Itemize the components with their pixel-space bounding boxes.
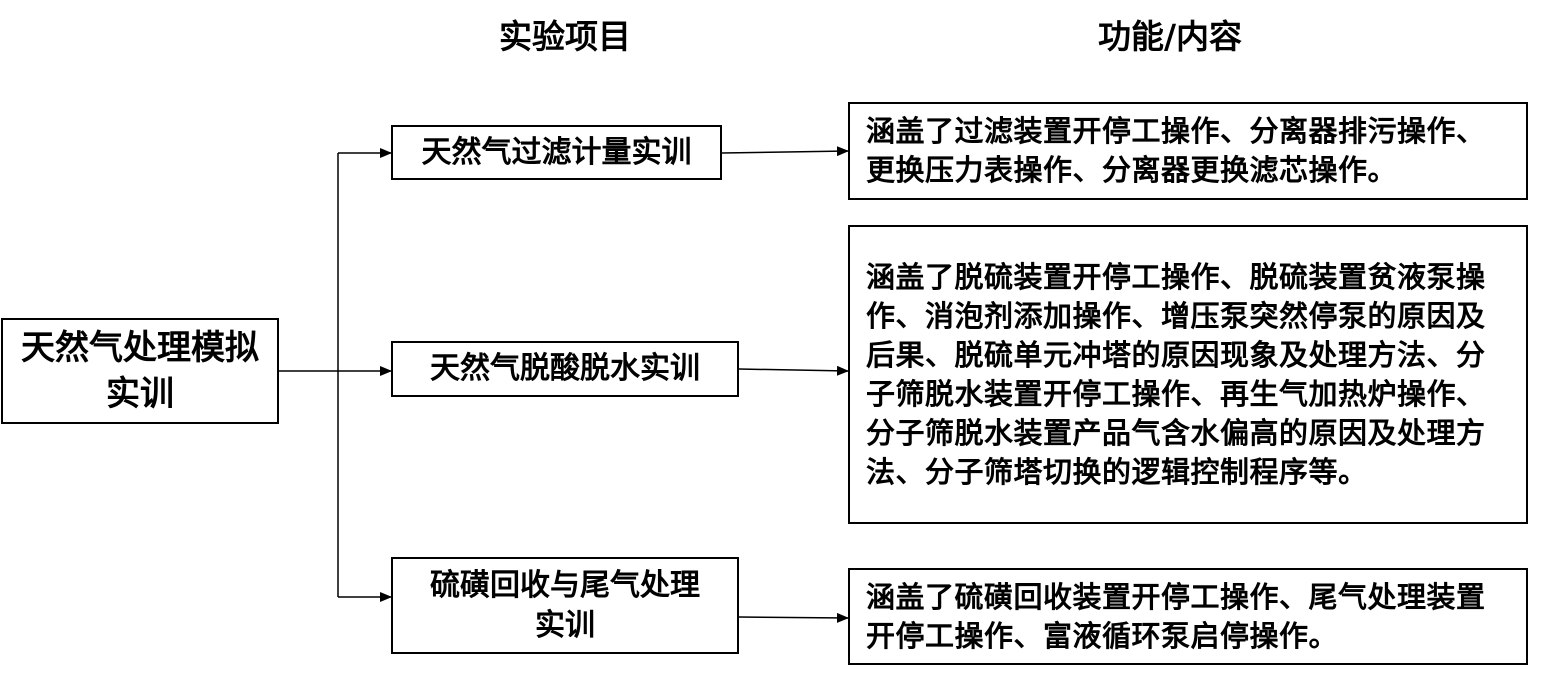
arrow-to-desc-2 xyxy=(738,365,849,376)
item-node-label: 天然气脱酸脱水实训 xyxy=(430,351,700,386)
description-text: 涵盖了硫磺回收装置开停工操作、尾气处理装置开停工操作、富液循环泵启停操作。 xyxy=(866,579,1486,653)
item-node-label: 天然气过滤计量实训 xyxy=(421,134,692,170)
column-header-items: 实验项目 xyxy=(499,17,631,56)
item-node-filtration: 天然气过滤计量实训 xyxy=(391,125,722,180)
description-box-filtration: 涵盖了过滤装置开停工操作、分离器排污操作、更换压力表操作、分离器更换滤芯操作。 xyxy=(848,102,1528,200)
description-text: 涵盖了脱硫装置开停工操作、脱硫装置贫液泵操作、消泡剂添加操作、增压泵突然停泵的原… xyxy=(866,259,1486,489)
description-box-deacid-dehydration: 涵盖了脱硫装置开停工操作、脱硫装置贫液泵操作、消泡剂添加操作、增压泵突然停泵的原… xyxy=(848,225,1528,524)
column-header-content: 功能/内容 xyxy=(1097,17,1243,56)
item-node-sulfur-recovery: 硫磺回收与尾气处理实训 xyxy=(391,557,739,654)
item-node-label: 硫磺回收与尾气处理实训 xyxy=(430,567,700,643)
description-box-sulfur-recovery: 涵盖了硫磺回收装置开停工操作、尾气处理装置开停工操作、富液循环泵启停操作。 xyxy=(848,568,1528,665)
arrow-to-desc-1 xyxy=(721,146,849,157)
arrow-to-desc-3 xyxy=(738,612,849,623)
root-node: 天然气处理模拟实训 xyxy=(1,318,279,424)
item-node-deacid-dehydration: 天然气脱酸脱水实训 xyxy=(391,341,739,397)
description-text: 涵盖了过滤装置开停工操作、分离器排污操作、更换压力表操作、分离器更换滤芯操作。 xyxy=(866,114,1486,187)
root-node-label: 天然气处理模拟实训 xyxy=(21,328,259,414)
